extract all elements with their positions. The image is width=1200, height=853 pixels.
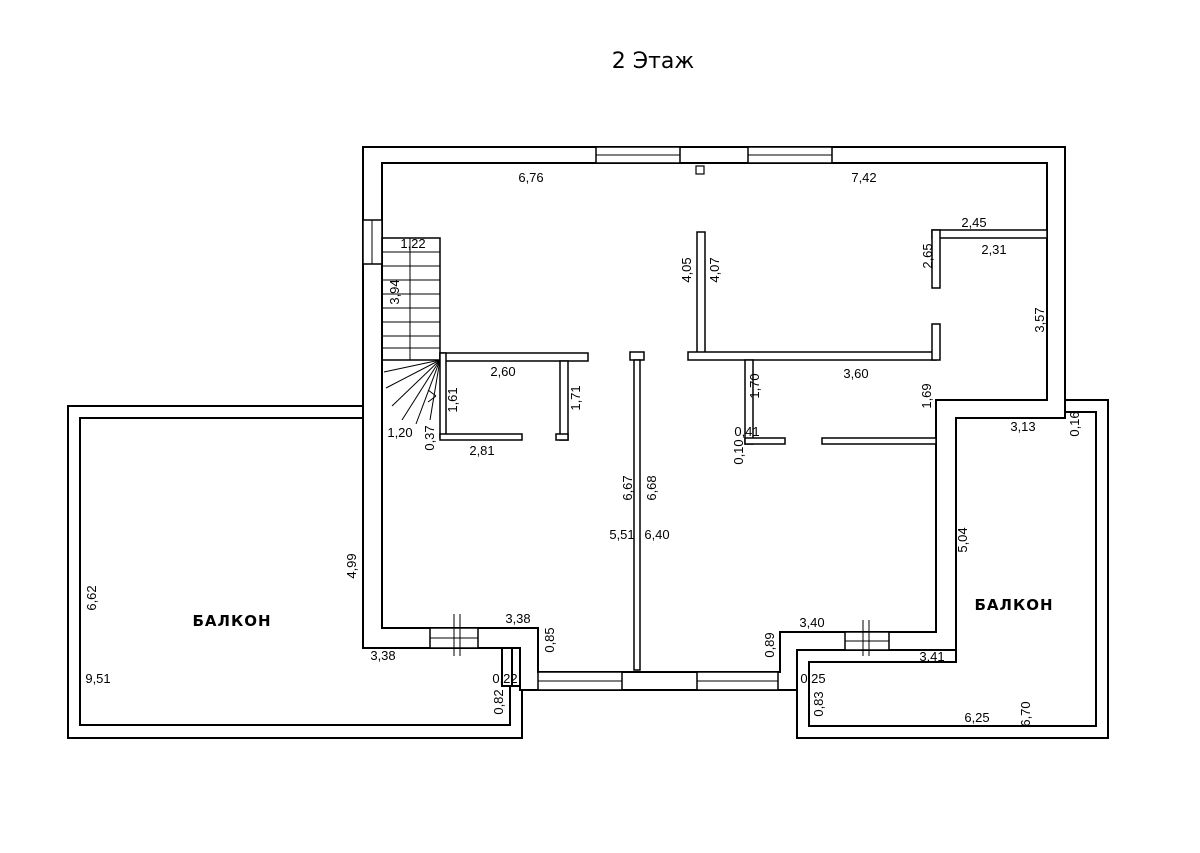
dim-bl-662: 6,62 [84, 585, 99, 610]
dim-br-025: 0,25 [800, 671, 825, 686]
dim-br-083: 0,83 [811, 691, 826, 716]
dim-hall-169: 1,69 [919, 383, 934, 408]
dim-wc-245: 2,45 [961, 215, 986, 230]
dim-br-089: 0,89 [762, 632, 777, 657]
dim-hall-010: 0,10 [731, 439, 746, 464]
balcony-right-label: БАЛКОН [974, 596, 1053, 614]
dim-center-667: 6,67 [620, 475, 635, 500]
floor-title: 2 Этаж [612, 49, 695, 74]
dim-center-668: 6,68 [644, 475, 659, 500]
balcony-left-label: БАЛКОН [192, 612, 271, 630]
dim-bl-085: 0,85 [542, 627, 557, 652]
dim-br-670: 6,70 [1018, 701, 1033, 726]
dim-wc-231: 2,31 [981, 242, 1006, 257]
dim-br-341: 3,41 [919, 649, 944, 664]
dim-wall-407: 4,07 [707, 257, 722, 282]
dim-center-551: 5,51 [609, 527, 634, 542]
dim-top-right: 7,42 [851, 170, 876, 185]
dim-room-171: 1,71 [568, 385, 583, 410]
dim-room-161: 1,61 [445, 387, 460, 412]
top-windows [595, 146, 833, 175]
balcony-doors [429, 614, 890, 656]
dim-wc-357: 3,57 [1032, 307, 1047, 332]
dim-room-260: 2,60 [490, 364, 515, 379]
dim-room-120: 1,20 [387, 425, 412, 440]
dim-stair-width: 1,22 [400, 236, 425, 251]
dim-center-640: 6,40 [644, 527, 669, 542]
dim-room-037: 0,37 [422, 425, 437, 450]
interior-walls [439, 229, 1048, 671]
left-window [362, 219, 383, 265]
dim-hall-041: 0,41 [734, 424, 759, 439]
staircase [381, 237, 441, 425]
dim-stair-height: 3,94 [387, 279, 402, 304]
dim-right-313: 3,13 [1010, 419, 1035, 434]
dim-bl-338a: 3,38 [505, 611, 530, 626]
dim-right-504: 5,04 [955, 527, 970, 552]
dim-bl-951: 9,51 [85, 671, 110, 686]
dim-hall-170: 1,70 [747, 373, 762, 398]
dim-hall-360: 3,60 [843, 366, 868, 381]
dim-right-016: 0,16 [1067, 411, 1082, 436]
dim-wc-265: 2,65 [920, 243, 935, 268]
dim-wall-405: 4,05 [679, 257, 694, 282]
dim-bl-338b: 3,38 [370, 648, 395, 663]
dim-left-499: 4,99 [344, 553, 359, 578]
dim-br-625: 6,25 [964, 710, 989, 725]
dimension-labels: 6,76 7,42 1,22 2,45 2,31 2,60 3,60 1,20 … [85, 170, 1035, 725]
dim-top-left: 6,76 [518, 170, 543, 185]
dim-bl-082: 0,82 [491, 689, 506, 714]
house-outer [362, 146, 1066, 691]
dim-br-340: 3,40 [799, 615, 824, 630]
dim-bl-022: 0,22 [492, 671, 517, 686]
dimension-labels-vertical: 3,94 4,05 4,07 2,65 3,57 1,61 1,71 0,37 … [84, 243, 1082, 726]
dim-room-281: 2,81 [469, 443, 494, 458]
bottom-windows [537, 671, 779, 691]
